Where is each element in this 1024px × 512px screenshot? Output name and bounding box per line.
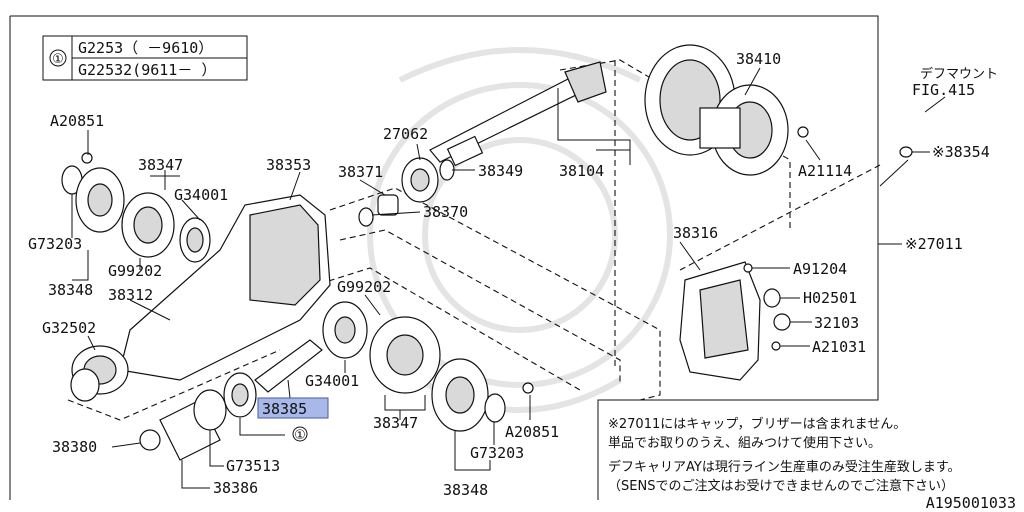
- label-g99202-left[interactable]: G99202: [108, 262, 162, 280]
- label-a91204[interactable]: A91204: [793, 260, 847, 278]
- label-38104[interactable]: 38104: [559, 162, 604, 180]
- diff-case: [699, 84, 789, 176]
- flange-group-top: [61, 152, 125, 233]
- label-38312[interactable]: 38312: [108, 286, 153, 304]
- label-38347-top[interactable]: 38347: [138, 156, 183, 174]
- seal-38349: [439, 159, 455, 181]
- label-38410[interactable]: 38410: [736, 50, 781, 68]
- label-38348-bottom[interactable]: 38348: [443, 481, 488, 499]
- label-a21114[interactable]: A21114: [798, 162, 852, 180]
- diagram-id: A195001033: [926, 494, 1016, 512]
- label-27062[interactable]: 27062: [383, 125, 428, 143]
- label-38354[interactable]: ※38354: [932, 143, 990, 161]
- spacer-38371: [377, 194, 399, 216]
- carrier-housing: [70, 194, 331, 402]
- drive-pinion-shaft: [429, 61, 607, 167]
- leader-lines: [71, 67, 946, 489]
- label-a20851-top[interactable]: A20851: [50, 112, 104, 130]
- side-bearing-top: [121, 192, 211, 263]
- frame-border: [10, 15, 879, 500]
- label-g73203-bottom[interactable]: G73203: [470, 444, 524, 462]
- washer-38370: [358, 207, 374, 227]
- label-g73513[interactable]: G73513: [226, 457, 280, 475]
- rear-cover: [679, 261, 791, 381]
- note-line-3: デフキャリアAYは現行ライン生産車のみ受注生産致します。: [608, 459, 961, 475]
- legend-row-1: G2253（ －9610）: [78, 39, 213, 57]
- note-line-4: （SENSでのご注文はお受けできませんのでご注意下さい）: [608, 478, 954, 494]
- bolt-a21114: [797, 126, 809, 138]
- marker-circle-1: [292, 426, 308, 442]
- label-g99202-mid[interactable]: G99202: [337, 278, 391, 296]
- label-g32502[interactable]: G32502: [42, 319, 96, 337]
- flange-group-bottom: [139, 372, 257, 461]
- label-38349[interactable]: 38349: [478, 162, 523, 180]
- tube-38385: [254, 339, 323, 393]
- label-38386[interactable]: 38386: [213, 479, 258, 497]
- note-line-1: ※27011にはキャップ，ブリザーは含まれません。: [608, 416, 906, 432]
- label-38371[interactable]: 38371: [338, 163, 383, 181]
- label-38353[interactable]: 38353: [266, 156, 311, 174]
- label-38316[interactable]: 38316: [673, 224, 718, 242]
- label-38380[interactable]: 38380: [52, 438, 97, 456]
- highlight-38385: [257, 397, 329, 419]
- label-g34001-mid[interactable]: G34001: [305, 372, 359, 390]
- label-h02501[interactable]: H02501: [803, 289, 857, 307]
- legend-row-2: G22532(9611－ ）: [78, 61, 216, 79]
- label-32103[interactable]: 32103: [814, 314, 859, 332]
- marker-circle-1-label: ①: [294, 428, 306, 443]
- fig-ref-label[interactable]: FIG.415: [912, 81, 975, 99]
- label-27011[interactable]: ※27011: [905, 235, 963, 253]
- legend-marker: ①: [52, 52, 64, 67]
- flange-group-mid: [322, 301, 534, 432]
- legend-box: ① G2253（ －9610） G22532(9611－ ）: [42, 35, 248, 81]
- note-line-2: 単品でお取りのうえ、組みつけて使用下さい。: [608, 435, 881, 451]
- label-38370[interactable]: 38370: [423, 203, 468, 221]
- label-38348-left[interactable]: 38348: [48, 281, 93, 299]
- cap-38354: [899, 146, 913, 158]
- label-38385[interactable]: 38385: [262, 400, 307, 418]
- part-labels: A20851 38347 G34001 38353 38371 27062 38…: [28, 50, 998, 499]
- label-g34001-top[interactable]: G34001: [174, 186, 228, 204]
- label-38347-mid[interactable]: 38347: [373, 414, 418, 432]
- label-g73203-left[interactable]: G73203: [28, 235, 82, 253]
- label-a20851-bottom[interactable]: A20851: [505, 423, 559, 441]
- label-a21031[interactable]: A21031: [812, 338, 866, 356]
- footnotes: ※27011にはキャップ，ブリザーは含まれません。 単品でお取りのうえ、組みつけ…: [608, 416, 961, 494]
- fig-ref-top: デフマウント: [920, 66, 998, 82]
